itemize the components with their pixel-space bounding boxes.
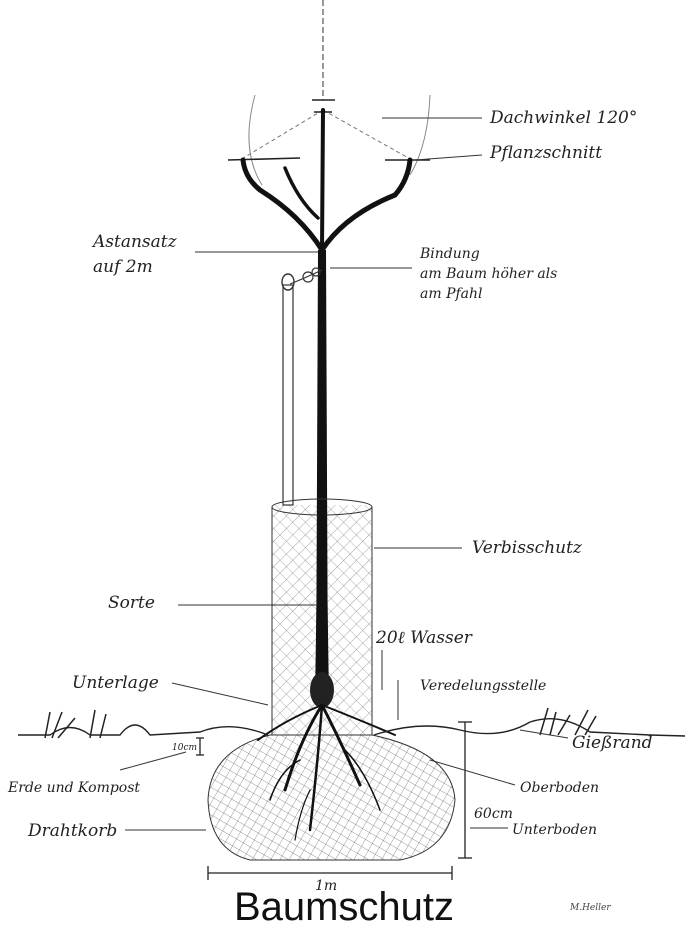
- tree-binding: [290, 268, 322, 284]
- label-depth: 60cm: [474, 806, 513, 822]
- label-variety: Sorte: [108, 593, 155, 613]
- label-wire-basket: Drahtkorb: [27, 821, 117, 841]
- label-water: 20ℓ Wasser: [375, 628, 473, 648]
- wire-basket: [208, 735, 455, 860]
- artist-signature: M.Heller: [570, 903, 611, 913]
- label-binding-1: Bindung: [419, 246, 480, 262]
- label-roof-angle: Dachwinkel 120°: [489, 108, 637, 128]
- label-soil-compost: Erde und Kompost: [7, 780, 140, 796]
- label-rootstock: Unterlage: [72, 673, 159, 693]
- label-subsoil: Unterboden: [512, 822, 597, 838]
- pruning-cut-marks: [228, 100, 430, 160]
- label-watering-rim: Gießrand: [572, 733, 653, 753]
- label-small-dimension: 10cm: [172, 743, 197, 753]
- crown-outline: [249, 95, 430, 185]
- tree-branches: [243, 110, 410, 250]
- label-branch-height-2: auf 2m: [93, 257, 153, 277]
- label-topsoil: Oberboden: [520, 780, 599, 796]
- support-stake: [282, 274, 294, 505]
- label-binding-3: am Pfahl: [420, 286, 483, 302]
- label-branch-height-1: Astansatz: [91, 232, 178, 252]
- label-graft-point: Veredelungsstelle: [420, 678, 546, 694]
- label-bite-protection: Verbisschutz: [472, 538, 583, 558]
- label-planting-cut: Pflanzschnitt: [489, 143, 602, 163]
- label-binding-2: am Baum höher als: [420, 266, 557, 282]
- graft-union: [310, 672, 334, 708]
